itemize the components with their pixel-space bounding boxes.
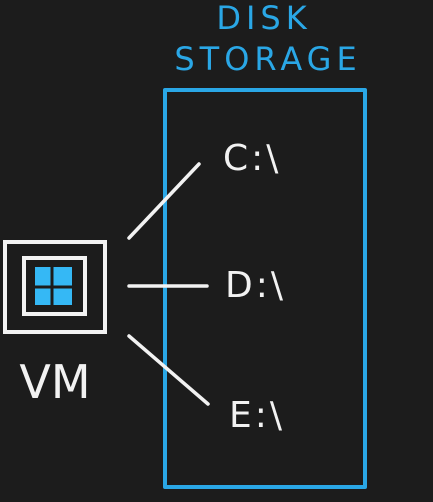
connector-e xyxy=(127,334,210,406)
windows-logo-icon xyxy=(35,267,72,305)
drive-c-label: C:\ xyxy=(223,138,281,179)
vm-box xyxy=(3,240,107,334)
drive-e-label: E:\ xyxy=(229,395,285,436)
disk-storage-box xyxy=(163,88,367,489)
connector-c xyxy=(127,162,201,240)
title-line-2: STORAGE xyxy=(174,40,361,78)
title-line-1: DISK xyxy=(216,0,311,37)
drive-d-label: D:\ xyxy=(225,265,286,306)
vm-label: VM xyxy=(19,355,90,409)
